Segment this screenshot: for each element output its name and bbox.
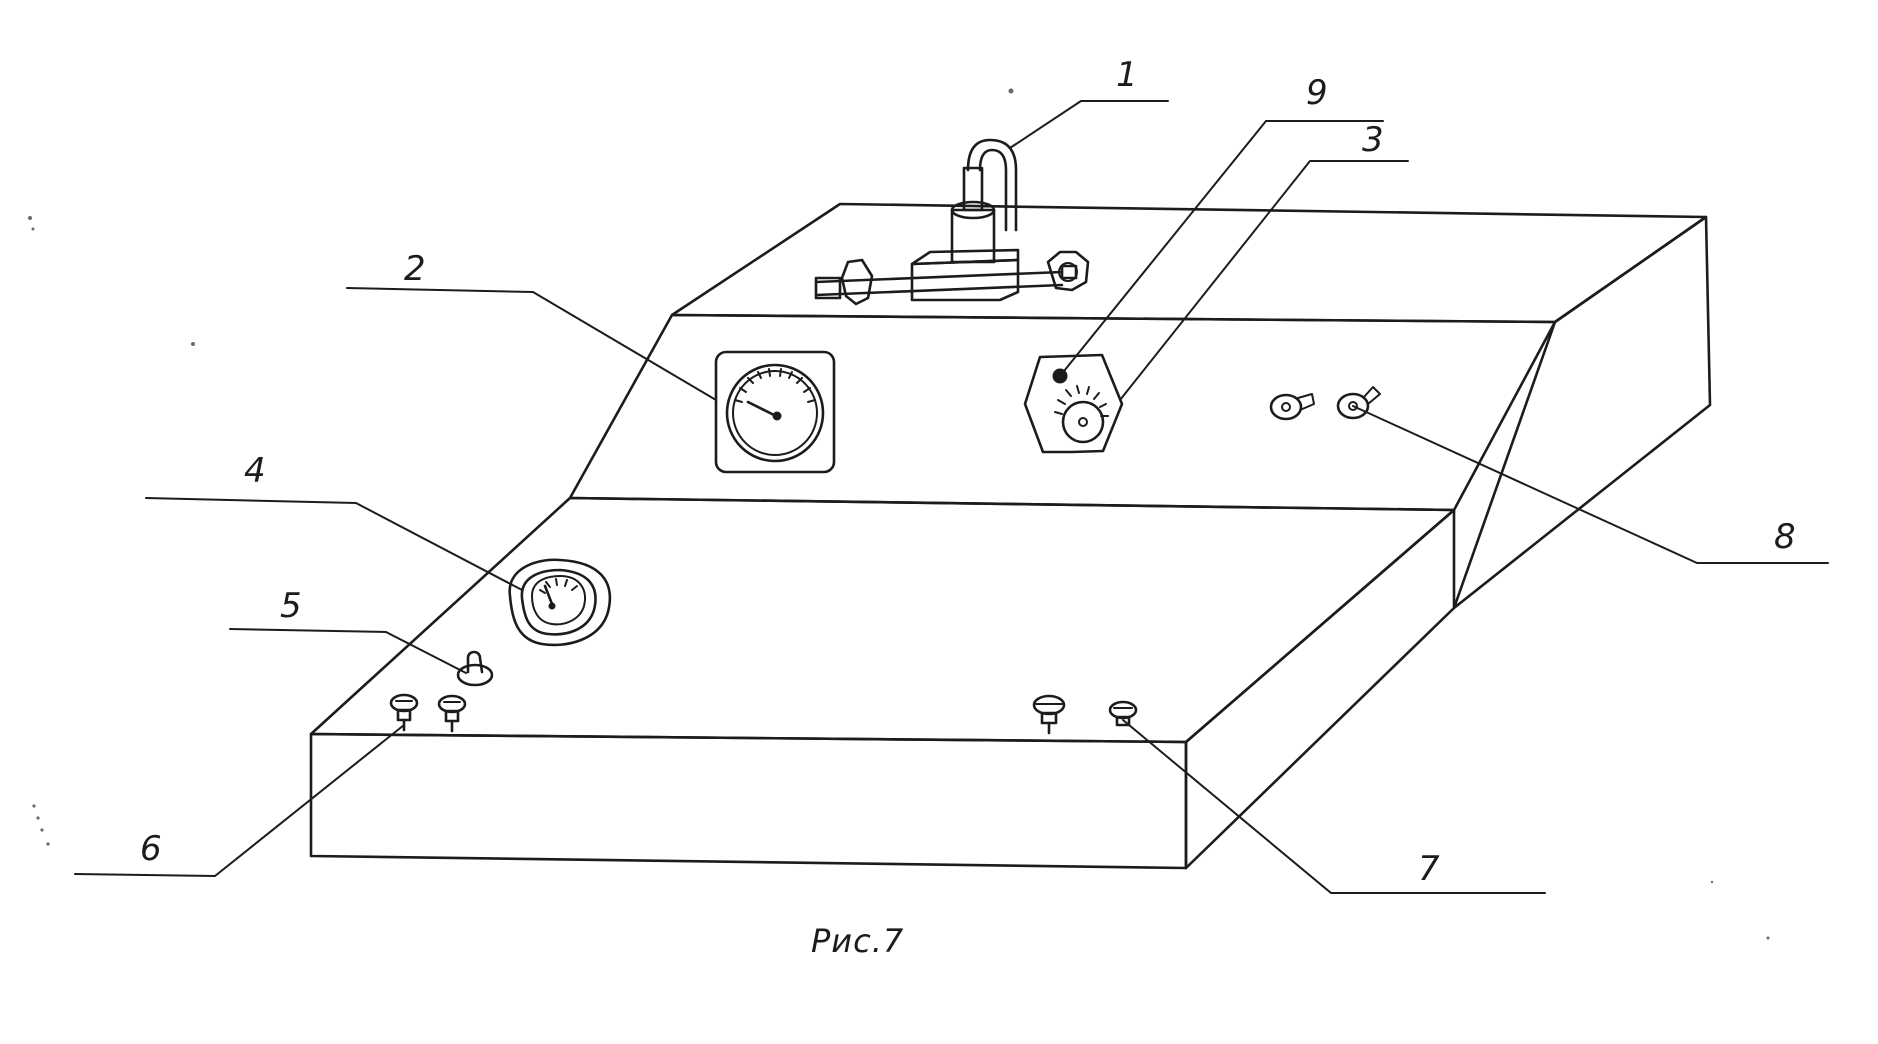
right-knobs [1032, 694, 1138, 735]
leader-3 [1119, 160, 1409, 401]
scan-specks [28, 88, 1770, 940]
leader-5 [229, 628, 467, 674]
figure-caption: Рис.7 [811, 922, 904, 960]
callout-label-5: 5 [280, 586, 302, 626]
callout-label-4: 4 [244, 451, 266, 491]
rotary-selector [1023, 353, 1124, 454]
callout-label-2: 2 [404, 249, 426, 289]
toggle-switch [456, 650, 494, 687]
callout-leaders [74, 100, 1829, 894]
callout-label-9: 9 [1306, 73, 1328, 113]
top-lid [670, 202, 1708, 324]
device-body [309, 202, 1712, 870]
upper-panel [568, 313, 1557, 512]
callout-label-6: 6 [140, 829, 162, 869]
leader-4 [145, 497, 523, 591]
leader-1 [1009, 100, 1169, 149]
callout-label-1: 1 [1116, 55, 1138, 95]
callout-labels: 1 2 3 4 5 6 7 8 9 [140, 55, 1796, 889]
callout-label-3: 3 [1362, 120, 1384, 160]
leader-2 [346, 287, 717, 401]
injector-assembly [814, 138, 1090, 306]
pressure-gauge [714, 350, 836, 474]
panel-connectors [1269, 386, 1381, 421]
lower-panel [309, 496, 1456, 744]
leader-8 [1352, 405, 1829, 564]
small-gauge [508, 558, 612, 647]
leader-9 [1059, 120, 1384, 377]
left-knobs [389, 693, 467, 733]
callout-label-7: 7 [1418, 849, 1440, 889]
lid-right-wall [1452, 215, 1712, 610]
front-face [309, 732, 1188, 870]
body-right-side [1184, 508, 1456, 870]
leader-7 [1122, 719, 1546, 894]
callout-label-8: 8 [1774, 517, 1796, 557]
leader-6 [74, 724, 405, 877]
